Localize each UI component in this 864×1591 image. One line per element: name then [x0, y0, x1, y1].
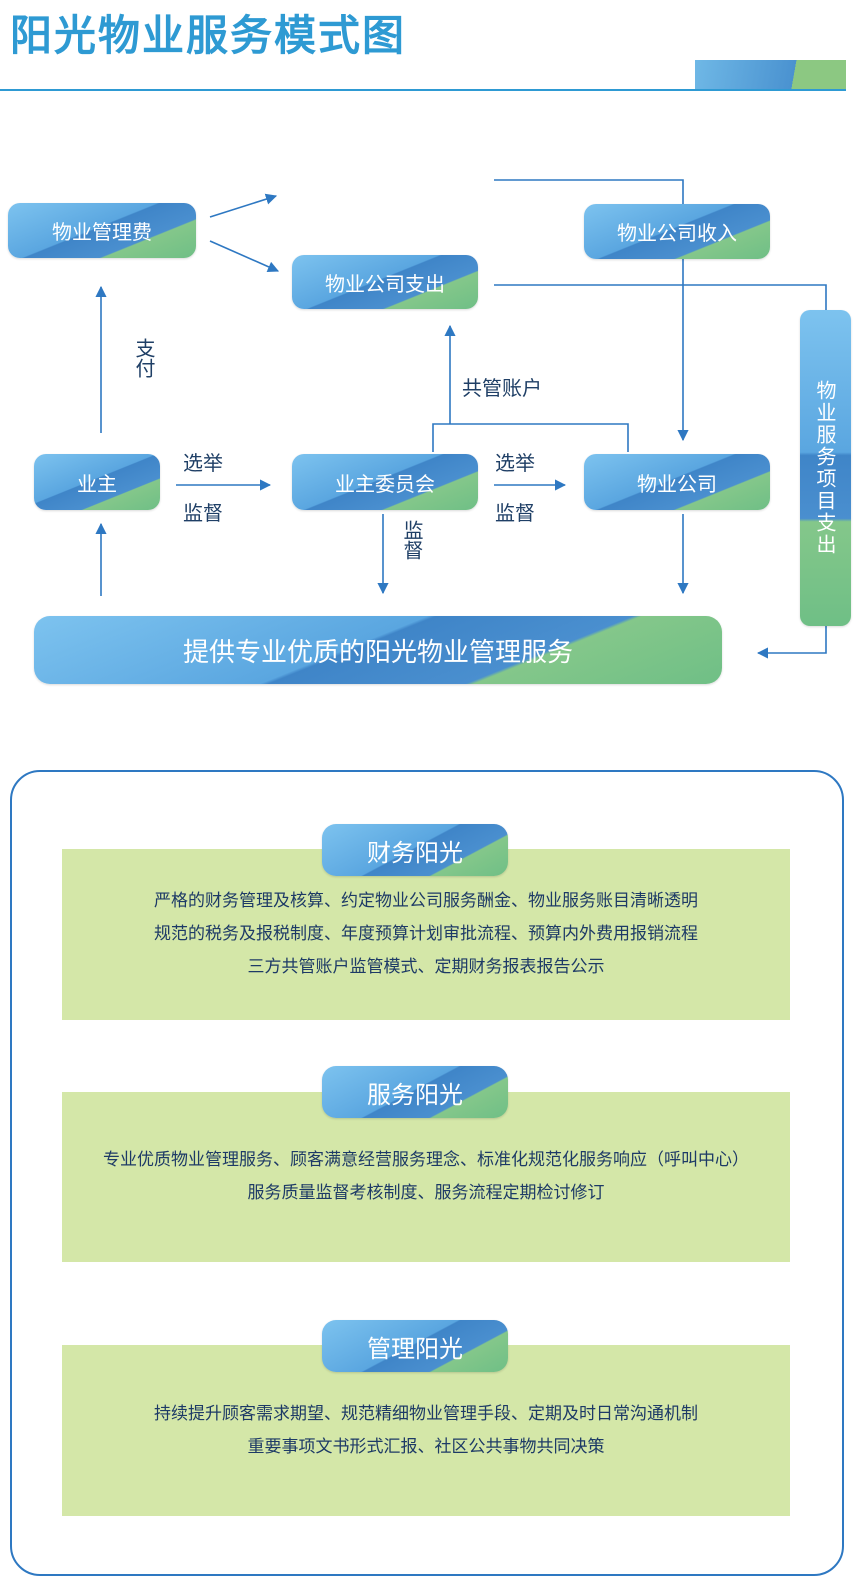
label-elect-2: 选举	[495, 451, 535, 475]
diagram-connectors	[95, 179, 827, 659]
arrow-fee-upper	[209, 193, 278, 218]
label-supervise-2: 监督	[495, 501, 535, 525]
section-line: 持续提升顾客需求期望、规范精细物业管理手段、定期及时日常沟通机制	[154, 1403, 698, 1424]
node-company-income: 物业公司收入	[584, 204, 770, 259]
section-line: 严格的财务管理及核算、约定物业公司服务酬金、物业服务账目清晰透明	[154, 891, 698, 911]
label-supervise-1: 监督	[183, 501, 223, 525]
arrow-fee-to-expense	[209, 240, 280, 273]
line-expense-to-service-items	[494, 284, 827, 310]
arrow-service-items-to-service	[756, 624, 827, 659]
section-line: 重要事项文书形式汇报、社区公共事物共同决策	[247, 1436, 605, 1457]
node-owner: 业主	[34, 454, 160, 510]
section-title-finance: 财务阳光	[322, 824, 508, 876]
label-elect-1: 选举	[183, 451, 223, 475]
section-line: 服务质量监督考核制度、服务流程定期检讨修订	[247, 1183, 605, 1203]
line-top-to-company	[494, 179, 689, 442]
section-box-finance: 严格的财务管理及核算、约定物业公司服务酬金、物业服务账目清晰透明 规范的税务及报…	[62, 849, 790, 1020]
node-management-fee: 物业管理费	[8, 203, 196, 258]
page-title: 阳光物业服务模式图	[10, 11, 407, 60]
label-pay: 支付	[132, 338, 156, 378]
title-decoration	[695, 60, 846, 89]
sunshine-panel: 严格的财务管理及核算、约定物业公司服务酬金、物业服务账目清晰透明 规范的税务及报…	[10, 770, 844, 1576]
section-title-management: 管理阳光	[322, 1320, 508, 1372]
section-title-service: 服务阳光	[322, 1066, 508, 1118]
label-shared-account: 共管账户	[462, 376, 542, 400]
section-box-management: 持续提升顾客需求期望、规范精细物业管理手段、定期及时日常沟通机制 重要事项文书形…	[62, 1345, 790, 1516]
section-line: 专业优质物业管理服务、顾客满意经营服务理念、标准化规范化服务响应（呼叫中心）	[103, 1150, 749, 1170]
node-owners-committee: 业主委员会	[292, 454, 478, 510]
node-property-company: 物业公司	[584, 454, 770, 510]
node-company-expense: 物业公司支出	[292, 255, 478, 309]
label-supervise-3: 监督	[400, 520, 424, 560]
section-line: 三方共管账户监管模式、定期财务报表报告公示	[247, 957, 605, 977]
node-service-items-expense: 物业服务项目支出	[800, 310, 851, 626]
node-quality-service: 提供专业优质的阳光物业管理服务	[34, 616, 722, 684]
title-rule	[0, 89, 846, 91]
line-shared-account-bracket	[432, 423, 629, 452]
section-line: 规范的税务及报税制度、年度预算计划审批流程、预算内外费用报销流程	[154, 924, 698, 944]
section-box-service: 专业优质物业管理服务、顾客满意经营服务理念、标准化规范化服务响应（呼叫中心） 服…	[62, 1092, 790, 1262]
